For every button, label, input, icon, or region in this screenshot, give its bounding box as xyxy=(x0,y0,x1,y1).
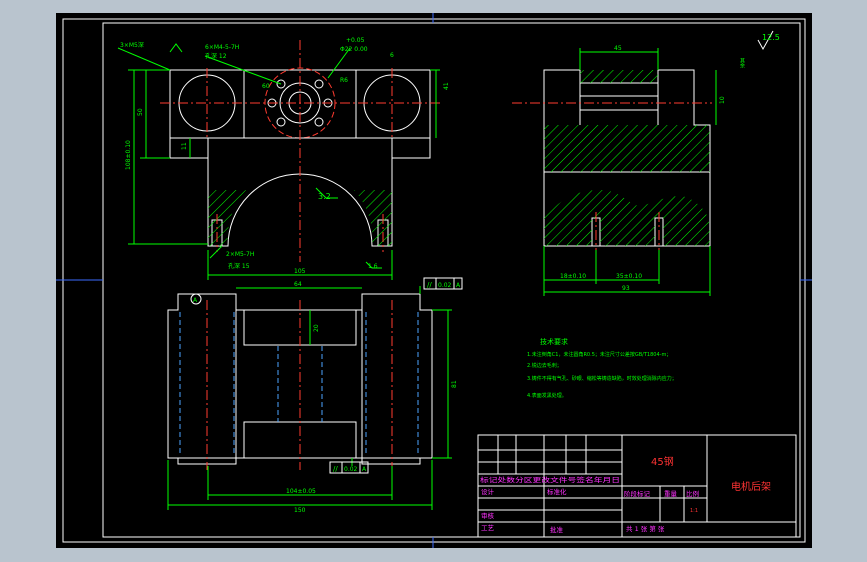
title-row-a: 标记处数分区更改文件号签名年月日 xyxy=(480,475,620,484)
dim-eleven: 11 xyxy=(181,142,188,150)
centering-marks xyxy=(56,13,812,548)
title-weight: 重量 xyxy=(664,490,678,498)
part-name: 电机后架 xyxy=(731,480,771,493)
dim-ht-81: 81 xyxy=(451,380,458,388)
title-stage-mark: 阶段标记 xyxy=(624,489,651,498)
side-view-centerlines xyxy=(512,102,712,252)
side-view-hatch xyxy=(544,70,710,246)
dim-forty-five: 45 xyxy=(614,45,622,52)
parallelism-frame-bottom: // 0.02 A xyxy=(329,461,369,474)
par-bot-sym: // xyxy=(333,465,338,473)
dim-twenty: 20 xyxy=(313,324,320,332)
par-bot-ref: A xyxy=(362,466,367,473)
roughness-corner-symbol: 12.5 其余 xyxy=(739,30,780,69)
title-approve: 批准 xyxy=(550,525,564,534)
notes-heading: 技术要求 xyxy=(540,337,568,346)
side-view-dimension-text: 45 10 18±0.10 35±0.10 93 xyxy=(560,45,726,292)
title-sheets: 共 1 张 第 张 xyxy=(626,524,665,533)
top-view-hidden-lines xyxy=(179,312,419,456)
top-view-centerlines xyxy=(206,300,393,470)
drawing-sheet xyxy=(56,13,812,548)
title-standard: 标准化 xyxy=(547,487,567,496)
front-view-centerlines xyxy=(160,40,440,262)
dim-width-105: 105 xyxy=(294,268,306,275)
top-view-dimensions xyxy=(167,286,452,510)
dim-forty-one: 41 xyxy=(443,82,450,90)
par-top-ref: A xyxy=(456,282,461,289)
datum-a-label: A xyxy=(193,297,198,304)
title-block-text: 45钢 电机后架 标记处数分区更改文件号签名年月日 设计 标准化 阶段标记 重量… xyxy=(480,455,771,534)
dim-bottom-callout-1: 2×M5-7H xyxy=(226,251,254,258)
title-scale-label: 比例 xyxy=(686,489,699,498)
front-view-dimension-text: 3×M5深 6×M4-5-7H 孔深 12 +0.05 Φ22 0.00 R6 … xyxy=(120,37,450,275)
notes-line4: 4.表面发黑处理。 xyxy=(527,392,567,399)
material: 45钢 xyxy=(651,455,674,468)
side-view-dimensions xyxy=(543,48,717,296)
dim-fifty: 50 xyxy=(137,108,144,116)
dim-six: 6 xyxy=(390,52,394,59)
dim-18: 18±0.10 xyxy=(560,273,586,280)
roughness-corner-value: 12.5 xyxy=(762,33,780,42)
top-view-dimension-text: 64 20 81 104±0.05 150 xyxy=(286,281,458,514)
dim-ten-right: 10 xyxy=(719,96,726,104)
title-design: 设计 xyxy=(481,487,495,496)
dim-bottom-callout-2: 孔深 15 xyxy=(228,262,250,270)
par-top-sym: // xyxy=(427,281,432,289)
dim-sixty-four: 64 xyxy=(294,281,302,288)
notes-line3: 3.铸件不得有气孔、砂眼、缩松等铸造缺陷，时效处理消除内应力； xyxy=(527,375,677,382)
title-block xyxy=(477,434,797,538)
dim-sixty: 60 xyxy=(262,83,270,90)
dim-thread-top-left: 3×M5深 xyxy=(120,41,144,49)
dim-hole-callout-1: 6×M4-5-7H xyxy=(205,44,239,51)
technical-notes: 技术要求 1.未注倒角C1，未注圆角R0.5；未注尺寸公差按GB/T1804-m… xyxy=(527,337,677,399)
parallelism-frame-top: // 0.02 A xyxy=(423,277,463,290)
dim-width-150: 150 xyxy=(294,507,306,514)
dim-35: 35±0.10 xyxy=(616,273,642,280)
notes-line1: 1.未注倒角C1，未注圆角R0.5；未注尺寸公差按GB/T1804-m； xyxy=(527,351,671,358)
par-top-val: 0.02 xyxy=(438,282,452,289)
dim-height-total: 108±0.10 xyxy=(125,140,132,170)
title-review: 审核 xyxy=(481,511,495,520)
dim-rough-32: 3.2 xyxy=(318,192,331,201)
dim-dia-main: Φ22 0.00 xyxy=(340,46,368,53)
dim-93: 93 xyxy=(622,285,630,292)
dim-width-104: 104±0.05 xyxy=(286,488,316,495)
roughness-corner-note: 其余 xyxy=(739,58,745,69)
front-view-dimensions xyxy=(117,43,440,280)
datum-a-marker: A xyxy=(190,293,202,305)
notes-line2: 2.锐边去毛刺； xyxy=(527,362,562,369)
dim-r6: R6 xyxy=(340,77,348,84)
par-bot-val: 0.02 xyxy=(344,466,358,473)
dim-dia-tol: +0.05 xyxy=(346,37,365,44)
title-scale-value: 1:1 xyxy=(690,508,698,514)
dim-hole-callout-2: 孔深 12 xyxy=(205,52,227,60)
title-process: 工艺 xyxy=(481,524,495,532)
dim-rough-16: 1.6 xyxy=(368,263,378,270)
